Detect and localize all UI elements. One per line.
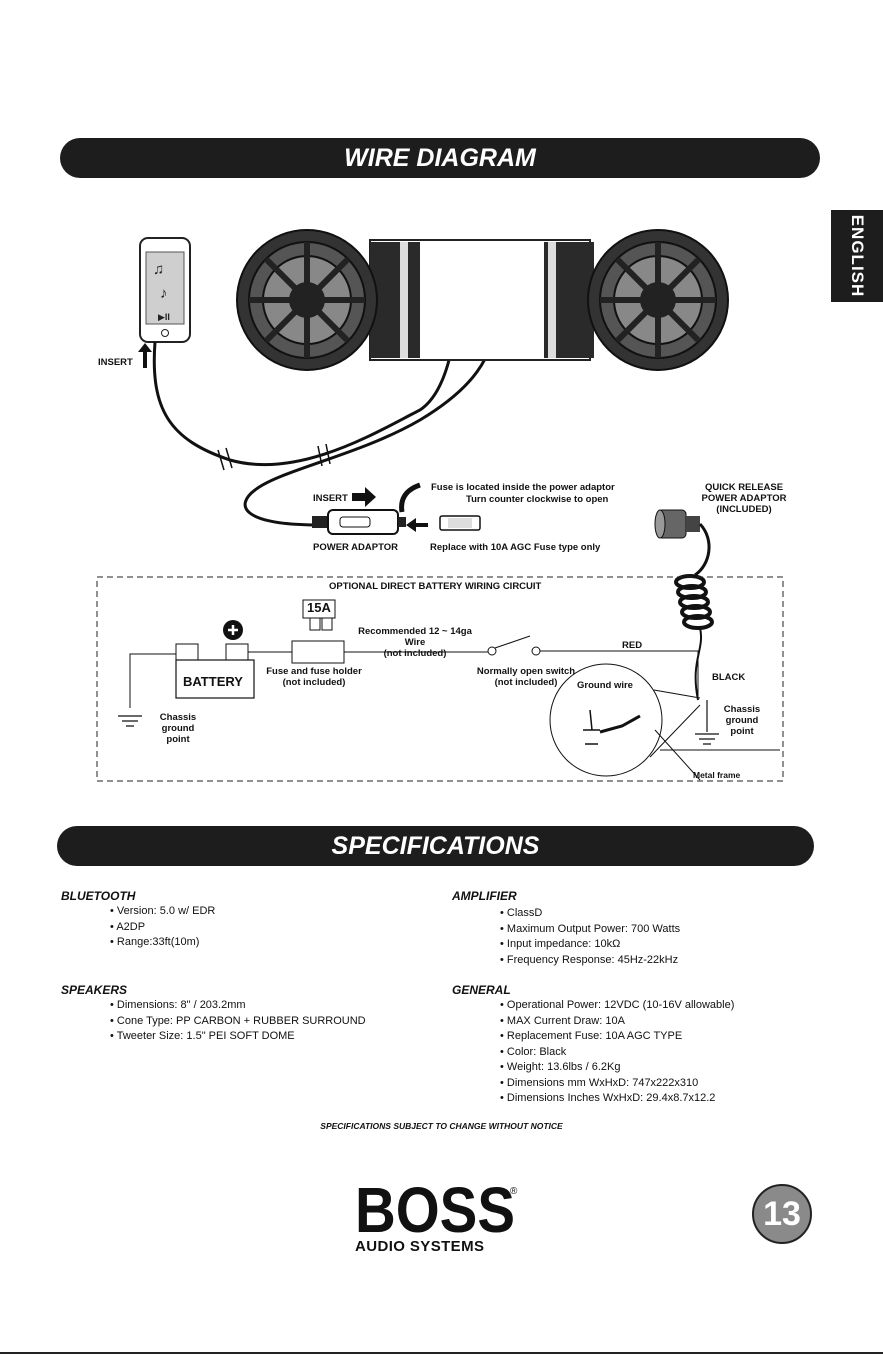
insert-adaptor-label: INSERT [313, 493, 348, 504]
battery-icon [175, 643, 255, 699]
speakers-list: Dimensions: 8" / 203.2mm Cone Type: PP C… [110, 998, 366, 1045]
speakers-heading: SPEAKERS [61, 983, 128, 997]
quick-release-label: QUICK RELEASE POWER ADAPTOR (INCLUDED) [694, 482, 794, 515]
svg-text:♪: ♪ [160, 285, 168, 302]
list-item: Range:33ft(10m) [110, 935, 215, 951]
metal-frame-label: Metal frame [693, 770, 741, 780]
registered-mark: ® [510, 1186, 518, 1197]
switch-line-2: (not included) [494, 677, 558, 688]
page-number: 13 [752, 1184, 812, 1244]
language-tab: ENGLISH [831, 210, 883, 302]
switch-label: Normally open switch (not included) [466, 666, 586, 688]
list-item: Replacement Fuse: 10A AGC TYPE [500, 1029, 734, 1045]
ground-wire-label: Ground wire [577, 680, 633, 691]
specifications-notice: SPECIFICATIONS SUBJECT TO CHANGE WITHOUT… [320, 1121, 563, 1131]
list-item: Dimensions: 8" / 203.2mm [110, 998, 366, 1014]
wire-diagram-banner: WIRE DIAGRAM [60, 138, 820, 178]
recommended-line-2: (not included) [383, 648, 447, 659]
logo-text: BOSS [355, 1182, 515, 1236]
list-item: Operational Power: 12VDC (10-16V allowab… [500, 998, 734, 1014]
phone-icon: ♫ ♪ ▶II [139, 237, 191, 343]
fuse-holder-icon [291, 599, 345, 664]
black-wire-label: BLACK [712, 672, 746, 683]
boss-logo-icon: BOSS ® [355, 1182, 518, 1236]
specifications-title: SPECIFICATIONS [331, 831, 540, 860]
page-number-text: 13 [763, 1194, 801, 1233]
list-item: Version: 5.0 w/ EDR [110, 904, 215, 920]
logo-subtitle: AUDIO SYSTEMS [355, 1238, 485, 1255]
list-item: MAX Current Draw: 10A [500, 1014, 734, 1030]
insert-arrow-up-icon [138, 343, 152, 368]
quick-release-line-1: QUICK RELEASE [704, 482, 784, 493]
quick-release-line-3: (INCLUDED) [716, 504, 772, 515]
specifications-banner: SPECIFICATIONS [57, 826, 814, 866]
chassis-right-line-3: point [730, 726, 754, 737]
battery-label: BATTERY [183, 674, 243, 689]
insert-phone-label: INSERT [98, 357, 133, 368]
general-heading: GENERAL [452, 983, 511, 997]
chassis-left-line-2: ground [161, 723, 195, 734]
fuse-holder-line-2: (not included) [282, 677, 346, 688]
list-item: Tweeter Size: 1.5" PEI SOFT DOME [110, 1029, 366, 1045]
list-item: Color: Black [500, 1045, 734, 1061]
recommended-wire-label: Recommended 12 ~ 14ga Wire (not included… [350, 626, 480, 659]
list-item: A2DP [110, 920, 215, 936]
list-item: Weight: 13.6lbs / 6.2Kg [500, 1060, 734, 1076]
power-adaptor-icon [312, 509, 406, 535]
insert-arrow-right-icon [352, 487, 376, 507]
coiled-cable-icon [674, 574, 714, 630]
right-speaker-icon [587, 229, 729, 371]
svg-text:▶II: ▶II [158, 312, 170, 322]
list-item: ClassD [500, 906, 680, 922]
wire-diagram: ♫ ♪ ▶II [96, 229, 784, 782]
svg-text:♫: ♫ [153, 261, 164, 278]
list-item: Dimensions mm WxHxD: 747x222x310 [500, 1076, 734, 1092]
fuse-note-1: Fuse is located inside the power adaptor [431, 482, 615, 493]
amplifier-heading: AMPLIFIER [452, 889, 517, 903]
recommended-line-1: Recommended 12 ~ 14ga Wire [358, 626, 472, 648]
list-item: Input impedance: 10kΩ [500, 937, 680, 953]
general-list: Operational Power: 12VDC (10-16V allowab… [500, 998, 734, 1107]
list-item: Cone Type: PP CARBON + RUBBER SURROUND [110, 1014, 366, 1030]
left-speaker-icon [236, 229, 378, 371]
amplifier-list: ClassD Maximum Output Power: 700 Watts I… [500, 906, 680, 968]
quick-release-line-2: POWER ADAPTOR [701, 493, 787, 504]
wire-diagram-title: WIRE DIAGRAM [344, 143, 536, 172]
chassis-left-line-1: Chassis [159, 712, 197, 723]
fuse-note-2: Turn counter clockwise to open [466, 494, 609, 505]
bluetooth-list: Version: 5.0 w/ EDR A2DP Range:33ft(10m) [110, 904, 215, 951]
chassis-right-label: Chassis ground point [714, 704, 770, 737]
list-item: Frequency Response: 45Hz-22kHz [500, 953, 680, 969]
chassis-left-line-3: point [166, 734, 190, 745]
fuse-holder-line-1: Fuse and fuse holder [266, 666, 362, 677]
list-item: Dimensions Inches WxHxD: 29.4x8.7x12.2 [500, 1091, 734, 1107]
quick-release-socket-icon [654, 509, 700, 539]
chassis-right-line-2: ground [725, 715, 759, 726]
circuit-title: OPTIONAL DIRECT BATTERY WIRING CIRCUIT [329, 581, 542, 592]
power-adaptor-label: POWER ADAPTOR [313, 542, 398, 553]
fuse-holder-label: Fuse and fuse holder (not included) [264, 666, 364, 688]
chassis-left-label: Chassis ground point [150, 712, 206, 745]
fuse-replace-label: Replace with 10A AGC Fuse type only [430, 542, 601, 553]
ground-detail-circle [549, 663, 663, 777]
fuse-rating: 15A [307, 600, 331, 615]
list-item: Maximum Output Power: 700 Watts [500, 922, 680, 938]
optional-circuit-box [96, 576, 784, 782]
red-wire-label: RED [622, 640, 643, 651]
bottom-rule [0, 1352, 883, 1354]
chassis-right-line-1: Chassis [723, 704, 761, 715]
bluetooth-heading: BLUETOOTH [61, 889, 136, 903]
rotate-arrow-icon [399, 482, 421, 513]
switch-line-1: Normally open switch [476, 666, 576, 677]
